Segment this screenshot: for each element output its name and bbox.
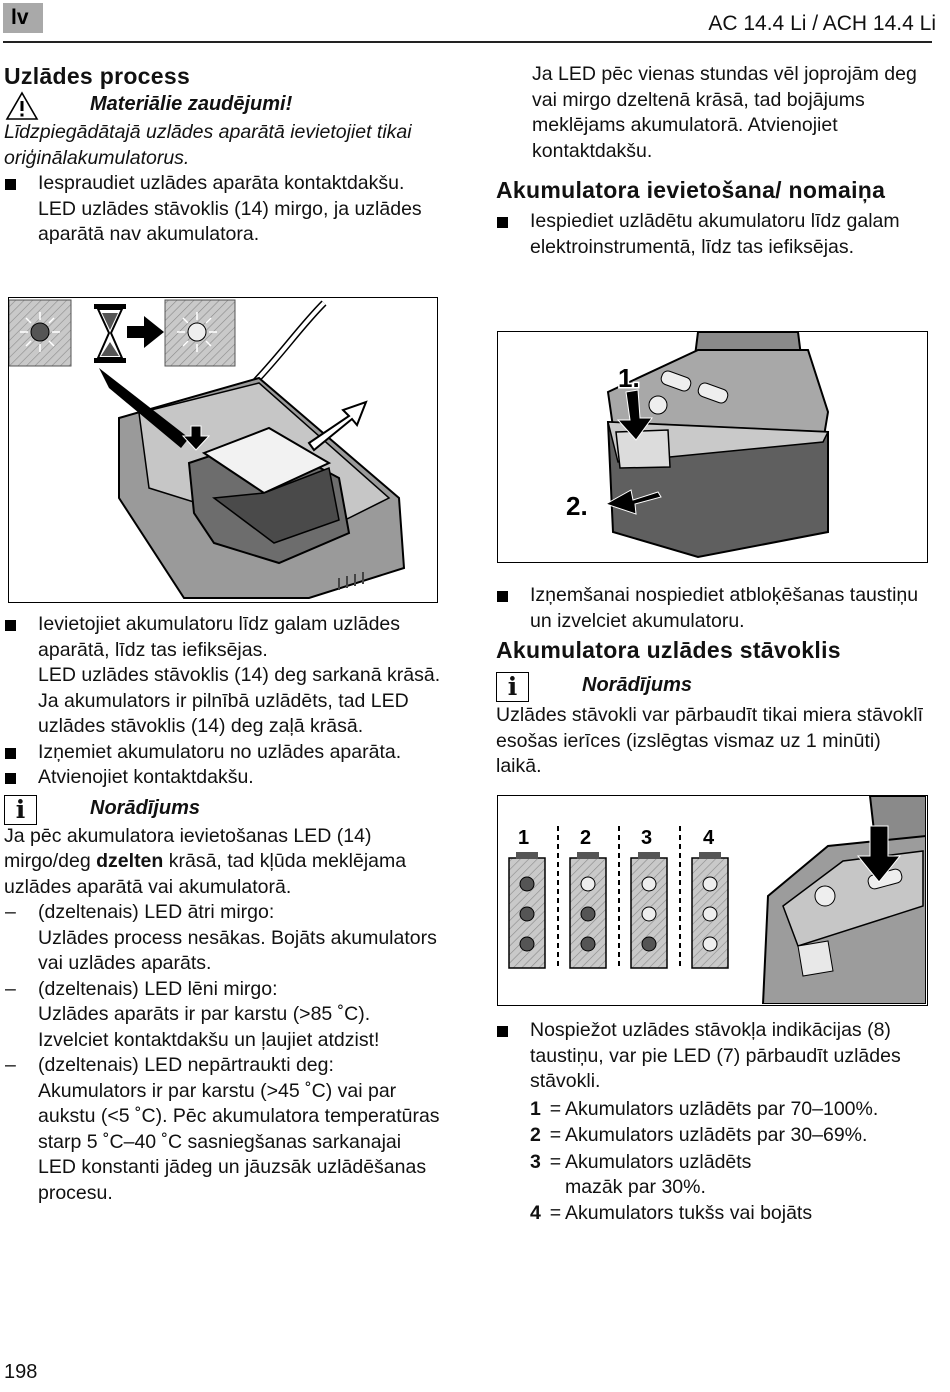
bullet-text: Ievietojiet akumulatoru līdz galam uzlād… <box>38 613 401 661</box>
bullet-remove-battery: Izņemiet akumulatoru no uzlādes aparāta. <box>4 740 444 766</box>
state-row-3: 3 =Akumulators uzlādēts mazāk par 30%. <box>530 1150 936 1201</box>
dash-text: Uzlādes process nesākas. Bojāts akumulat… <box>38 926 437 975</box>
tool-buttons-icon <box>648 370 729 415</box>
state-key: 2 <box>530 1123 541 1146</box>
bullet-text: Iespraudiet uzlādes aparāta kontaktdakšu… <box>38 172 405 194</box>
state-label-1: 1 <box>518 827 529 849</box>
warning-label: Materiālie zaudējumi! <box>90 93 293 115</box>
model-title: AC 14.4 Li / ACH 14.4 Li <box>708 12 936 35</box>
language-tab: lv <box>3 3 43 33</box>
bullet-unplug: Atvienojiet kontaktdakšu. <box>4 765 444 791</box>
state-row-2: 2 =Akumulators uzlādēts par 30–69%. <box>530 1123 936 1150</box>
dash-title: (dzeltenais) LED nepārtraukti deg: <box>38 1054 334 1076</box>
charge-state-figure: 1 2 3 4 <box>497 795 928 1006</box>
battery-insert-illustration: 1. 2. <box>565 332 830 559</box>
state-label-3: 3 <box>641 827 652 849</box>
charge-state-list: 1=Akumulators uzlādēts par 70–100%. 2=Ak… <box>496 1097 936 1227</box>
arrow-right-icon <box>127 316 164 348</box>
hourglass-icon <box>94 304 126 363</box>
step-label-1: 1. <box>618 363 640 393</box>
note-text-part: krāsā, tad kļūda meklējama uzlādes aparā… <box>4 850 407 898</box>
state-eq: = <box>549 1123 562 1146</box>
note-header: i Norādījums <box>496 672 926 702</box>
battery-insert-figure: 1. 2. <box>497 331 928 563</box>
note-header: i Norādījums <box>4 794 444 825</box>
bullet-insert-tool: Iespiediet uzlādētu akumulatoru līdz gal… <box>496 209 916 260</box>
state-text: Akumulators uzlādēts par 70–100%. <box>565 1097 879 1120</box>
section-title-charge-state: Akumulatora uzlādes stāvoklis <box>496 637 841 663</box>
state-text: Akumulators uzlādēts mazāk par 30%. <box>565 1150 752 1199</box>
info-icon: i <box>4 794 37 825</box>
state-label-4: 4 <box>703 827 715 849</box>
press-arrow-icon <box>856 825 902 883</box>
note-text: Ja pēc akumulatora ievietošanas LED (14)… <box>4 824 444 901</box>
note-label: Norādījums <box>582 674 693 696</box>
battery-state-3 <box>630 852 668 969</box>
arrow-left-icon <box>604 489 662 515</box>
bullet-text-sub: LED uzlādes stāvoklis (14) deg sarkanā k… <box>38 664 441 686</box>
dash-title: (dzeltenais) LED ātri mirgo: <box>38 901 275 923</box>
step-label-2: 2. <box>566 491 588 521</box>
bullet-plug-in: Iespraudiet uzlādes aparāta kontaktdakšu… <box>4 171 444 248</box>
warning-triangle-icon <box>5 91 39 120</box>
state-row-1: 1 =Akumulators uzlādēts par 70–100%. <box>530 1097 936 1123</box>
led-blink-icon <box>20 312 60 352</box>
battery-state-1 <box>508 852 546 969</box>
charger-figure <box>8 297 438 603</box>
state-label-2: 2 <box>580 827 591 849</box>
header-rule <box>3 41 932 43</box>
page-number: 198 <box>4 1361 38 1383</box>
bullet-text-sub: Ja akumulators ir pilnībā uzlādēts, tad … <box>38 689 409 738</box>
state-text: Akumulators uzlādēts par 30–69%. <box>565 1123 868 1146</box>
state-key: 3 <box>530 1150 541 1173</box>
state-text: Akumulators tukšs vai bojāts <box>565 1201 813 1224</box>
dash-constant: (dzeltenais) LED nepārtraukti deg: Akumu… <box>4 1053 444 1206</box>
info-icon: i <box>496 672 529 702</box>
dash-text: Uzlādes aparāts ir par karstu (>85 ˚C). … <box>38 1003 380 1051</box>
charge-button-icon <box>814 885 836 907</box>
note-text-bold: dzelten <box>96 850 164 872</box>
note-text-part: Ja pēc akumulatora ievietošanas LED (14)… <box>4 824 372 873</box>
state-key: 4 <box>530 1201 541 1224</box>
right-intro: Ja LED pēc vienas stundas vēl joprojām d… <box>532 63 917 162</box>
left-top-section: Uzlādes process Materiālie zaudējumi! Lī… <box>4 62 444 248</box>
right-middle-section: Izņemšanai nospiediet atbloķēšanas taust… <box>496 583 926 780</box>
led-off-icon <box>177 312 217 352</box>
right-bottom-section: Nospiežot uzlādes stāvokļa indikācijas (… <box>496 1018 936 1226</box>
state-eq: = <box>549 1201 562 1224</box>
section-title-charging: Uzlādes process <box>4 63 191 89</box>
bullet-remove-tool: Izņemšanai nospiediet atbloķēšanas taust… <box>496 583 926 634</box>
pointer-arrow-icon <box>99 368 189 448</box>
dash-slow-blink: (dzeltenais) LED lēni mirgo: Uzlādes apa… <box>4 977 444 1054</box>
state-eq: = <box>549 1097 562 1120</box>
state-eq: = <box>549 1150 562 1173</box>
state-row-4: 4 =Akumulators tukšs vai bojāts <box>530 1201 936 1227</box>
arrow-down-icon <box>181 425 211 451</box>
battery-state-4 <box>691 852 729 969</box>
note-label: Norādījums <box>90 796 201 819</box>
dash-fast-blink: (dzeltenais) LED ātri mirgo: Uzlādes pro… <box>4 900 444 977</box>
state-key: 1 <box>530 1097 541 1120</box>
left-bottom-section: Ievietojiet akumulatoru līdz galam uzlād… <box>4 612 444 1206</box>
note-text: Uzlādes stāvokli var pārbaudīt tikai mie… <box>496 704 924 777</box>
warning-header: Materiālie zaudējumi! <box>4 91 444 120</box>
battery-state-2 <box>569 852 607 969</box>
dash-text: Akumulators ir par karstu (>45 ˚C) vai p… <box>38 1079 440 1204</box>
arrow-down-icon <box>616 389 653 441</box>
bullet-insert-battery: Ievietojiet akumulatoru līdz galam uzlād… <box>4 612 444 740</box>
right-top-section: Akumulatora ievietošana/ nomaiņa Iespied… <box>496 176 916 260</box>
bullet-check-state: Nospiežot uzlādes stāvokļa indikācijas (… <box>496 1018 936 1095</box>
charger-illustration <box>9 299 406 599</box>
arrow-up-right-icon <box>307 400 368 452</box>
section-title-insert: Akumulatora ievietošana/ nomaiņa <box>496 177 886 203</box>
charge-state-illustration: 1 2 3 4 <box>508 796 926 1004</box>
bullet-text-sub: LED uzlādes stāvoklis (14) mirgo, ja uzl… <box>38 197 422 246</box>
warning-text: Līdzpiegādātajā uzlādes aparātā ievietoj… <box>4 121 412 169</box>
dash-title: (dzeltenais) LED lēni mirgo: <box>38 977 278 1000</box>
